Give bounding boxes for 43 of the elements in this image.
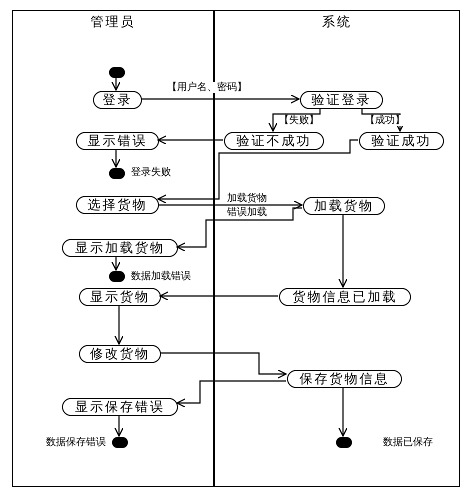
arrow	[160, 352, 287, 379]
activity-box: 选择货物	[76, 196, 159, 214]
activity-box: 修改货物	[79, 345, 161, 363]
arrow	[338, 387, 348, 437]
arrow	[114, 415, 124, 437]
end-node	[109, 168, 125, 179]
arrow	[157, 135, 223, 145]
activity-box: 显示保存错误	[62, 398, 178, 416]
activity-box: 显示错误	[76, 132, 159, 150]
arrow	[114, 305, 124, 345]
arrow	[111, 77, 121, 91]
arrow	[268, 108, 321, 132]
arrow	[159, 291, 278, 301]
activity-box: 显示加载货物	[62, 239, 178, 257]
edge-label: 加载货物	[226, 193, 268, 204]
end-node	[336, 437, 352, 448]
arrow	[111, 256, 121, 271]
end-note: 数据保存错误	[46, 437, 106, 449]
activity-box: 验证成功	[359, 132, 444, 150]
activity-box: 验证登录	[300, 91, 383, 109]
end-note: 数据已保存	[383, 437, 433, 449]
end-node	[112, 437, 128, 448]
end-note: 登录失败	[131, 167, 171, 179]
activity-box: 保存货物信息	[287, 370, 402, 388]
edge-label: 错误加载	[226, 207, 268, 218]
activity-box: 登录	[93, 91, 142, 109]
arrow	[338, 214, 348, 288]
arrow	[158, 200, 303, 210]
start-node	[109, 67, 125, 78]
lane-title: 管理员	[90, 14, 136, 32]
end-node	[109, 271, 125, 282]
arrow	[176, 380, 286, 408]
activity-box: 货物信息已加载	[279, 288, 411, 306]
swimlane	[12, 10, 214, 487]
activity-box: 加载货物	[303, 197, 385, 215]
lane-title: 系统	[321, 14, 353, 32]
activity-box: 显示货物	[79, 288, 161, 306]
end-note: 数据加载错误	[131, 271, 191, 283]
arrow	[111, 149, 121, 168]
arrow	[176, 207, 302, 252]
arrow	[141, 94, 300, 104]
arrow	[157, 139, 358, 204]
activity-box: 验证不成功	[224, 132, 324, 150]
